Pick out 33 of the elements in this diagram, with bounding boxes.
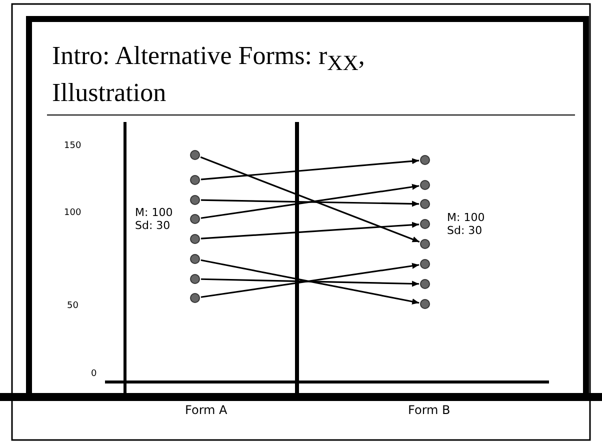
axis-tick-label: 50 <box>67 301 78 311</box>
data-point <box>420 279 430 289</box>
axis-tick-label: 100 <box>64 208 82 218</box>
arrow <box>200 278 420 287</box>
data-point <box>190 150 200 160</box>
statistics-label: M: 100 Sd: 30 <box>447 211 486 237</box>
axis-label: Form A <box>185 403 228 417</box>
data-point <box>190 234 200 244</box>
data-point <box>420 155 430 165</box>
arrow <box>200 222 420 240</box>
axis-tick-label: 0 <box>91 369 97 379</box>
data-point <box>190 214 200 224</box>
data-point <box>190 175 200 185</box>
data-point <box>420 219 430 229</box>
arrow <box>200 158 420 180</box>
statistics-label: M: 100 Sd: 30 <box>135 206 174 232</box>
data-point <box>420 199 430 209</box>
arrow <box>200 259 420 304</box>
axis-tick-label: 150 <box>64 141 82 151</box>
axis-label: Form B <box>408 403 450 417</box>
arrow <box>200 199 420 207</box>
arrow <box>200 262 420 298</box>
data-point <box>420 180 430 190</box>
data-point <box>420 259 430 269</box>
data-point <box>190 254 200 264</box>
data-point <box>190 274 200 284</box>
data-point <box>420 299 430 309</box>
data-point <box>420 239 430 249</box>
arrow <box>200 184 420 219</box>
data-point <box>190 195 200 205</box>
arrow <box>200 156 420 243</box>
slide-title: Intro: Alternative Forms: r$_{XX}$, Illustration <box>52 41 366 108</box>
data-point <box>190 293 200 303</box>
